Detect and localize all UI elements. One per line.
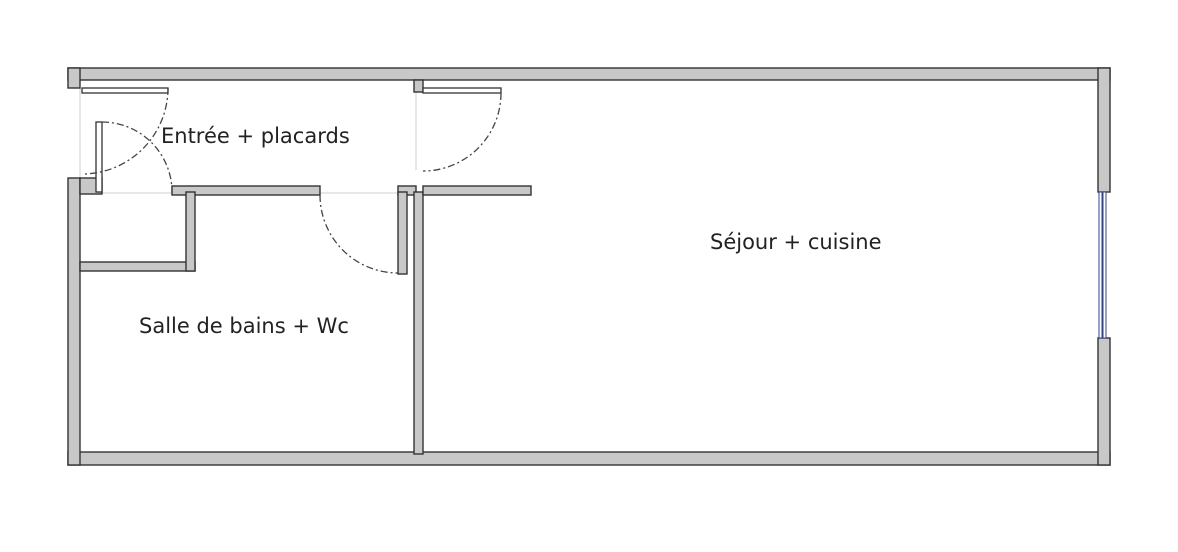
window xyxy=(1098,191,1107,339)
left-wall-lower xyxy=(67,177,81,466)
right-wall-lower xyxy=(1097,337,1111,466)
living-door xyxy=(422,87,502,172)
right-wall-upper xyxy=(1097,67,1111,193)
room-label-entree: Entrée + placards xyxy=(161,124,350,148)
closet-wall-horizontal xyxy=(79,261,196,272)
interior-walls xyxy=(79,79,532,455)
central-wall-top xyxy=(413,79,424,93)
closet-wall-vertical xyxy=(185,191,196,272)
room-label-sejour: Séjour + cuisine xyxy=(710,230,882,254)
entrance-door xyxy=(81,87,173,193)
bathroom-door xyxy=(319,194,399,274)
central-wall xyxy=(413,191,424,455)
bottom-wall xyxy=(67,451,1111,466)
exterior-walls xyxy=(67,67,1111,466)
top-wall xyxy=(67,67,1111,81)
bath-door-jamb xyxy=(397,191,408,275)
living-stub-wall xyxy=(422,185,532,196)
left-wall-upper xyxy=(67,67,81,89)
room-label-salle-de-bains: Salle de bains + Wc xyxy=(139,314,349,338)
